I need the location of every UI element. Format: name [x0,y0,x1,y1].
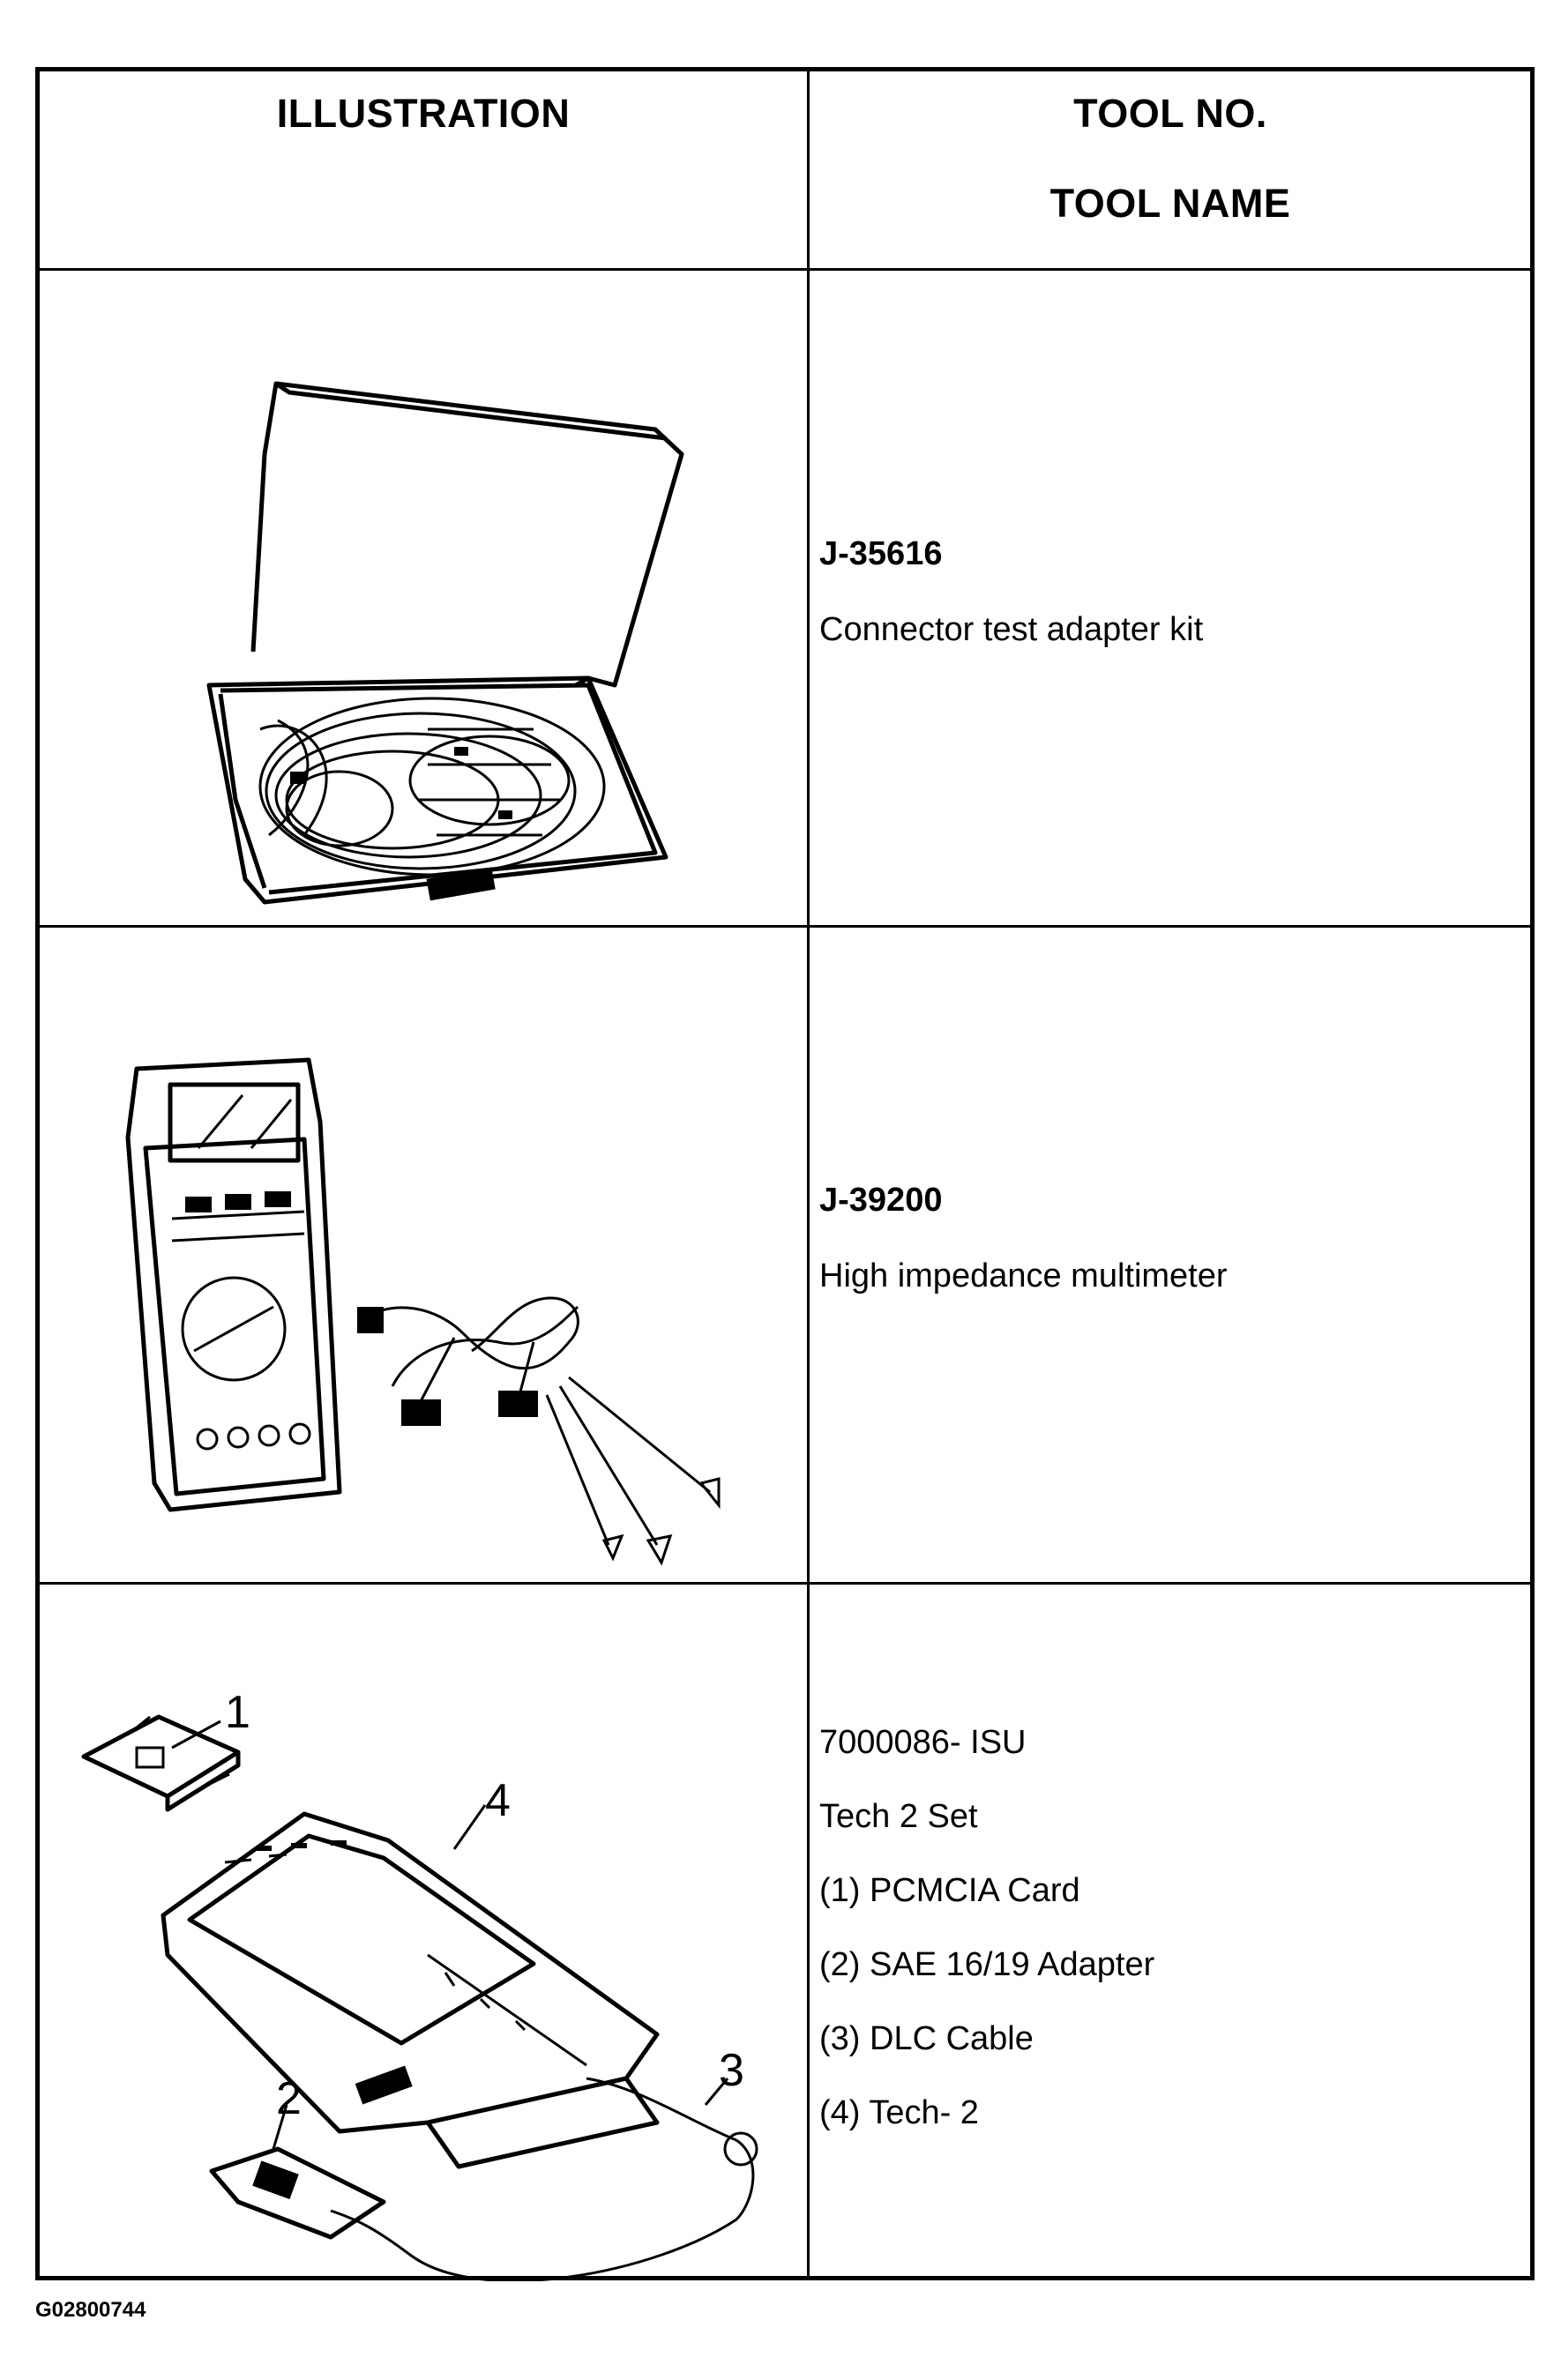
header-divider [40,268,1530,271]
column-divider [807,71,810,2276]
tool-name: High impedance multimeter [819,1257,1228,1294]
tech2-set-illustration: 1 2 3 4 [40,1585,807,2281]
callout-4: 4 [485,1775,511,1826]
callout-2: 2 [276,2073,302,2124]
tool-number: J-35616 [819,535,943,572]
connector-kit-illustration [40,271,807,925]
component-line: (3) DLC Cable [819,2020,1034,2057]
callout-1: 1 [225,1687,250,1738]
figure-id: G02800744 [35,2298,146,2322]
multimeter-illustration [40,928,807,1582]
header-tool-name: TOOL NAME [1049,181,1291,226]
tool-number: 7000086- ISU [819,1724,1027,1761]
tool-table: ILLUSTRATION TOOL NO. TOOL NAME [35,67,1535,2281]
component-line: (1) PCMCIA Card [819,1872,1080,1909]
callout-3: 3 [719,2045,744,2096]
component-line: (4) Tech- 2 [819,2094,979,2131]
row-divider-2 [40,1582,1530,1585]
tool-name: Connector test adapter kit [819,611,1204,648]
component-line: (2) SAE 16/19 Adapter [819,1946,1155,1983]
tool-number: J-39200 [819,1182,943,1219]
row-divider-1 [40,925,1530,928]
tool-name: Tech 2 Set [819,1798,978,1835]
header-illustration: ILLUSTRATION [276,91,571,136]
header-tool-no: TOOL NO. [1073,91,1267,136]
